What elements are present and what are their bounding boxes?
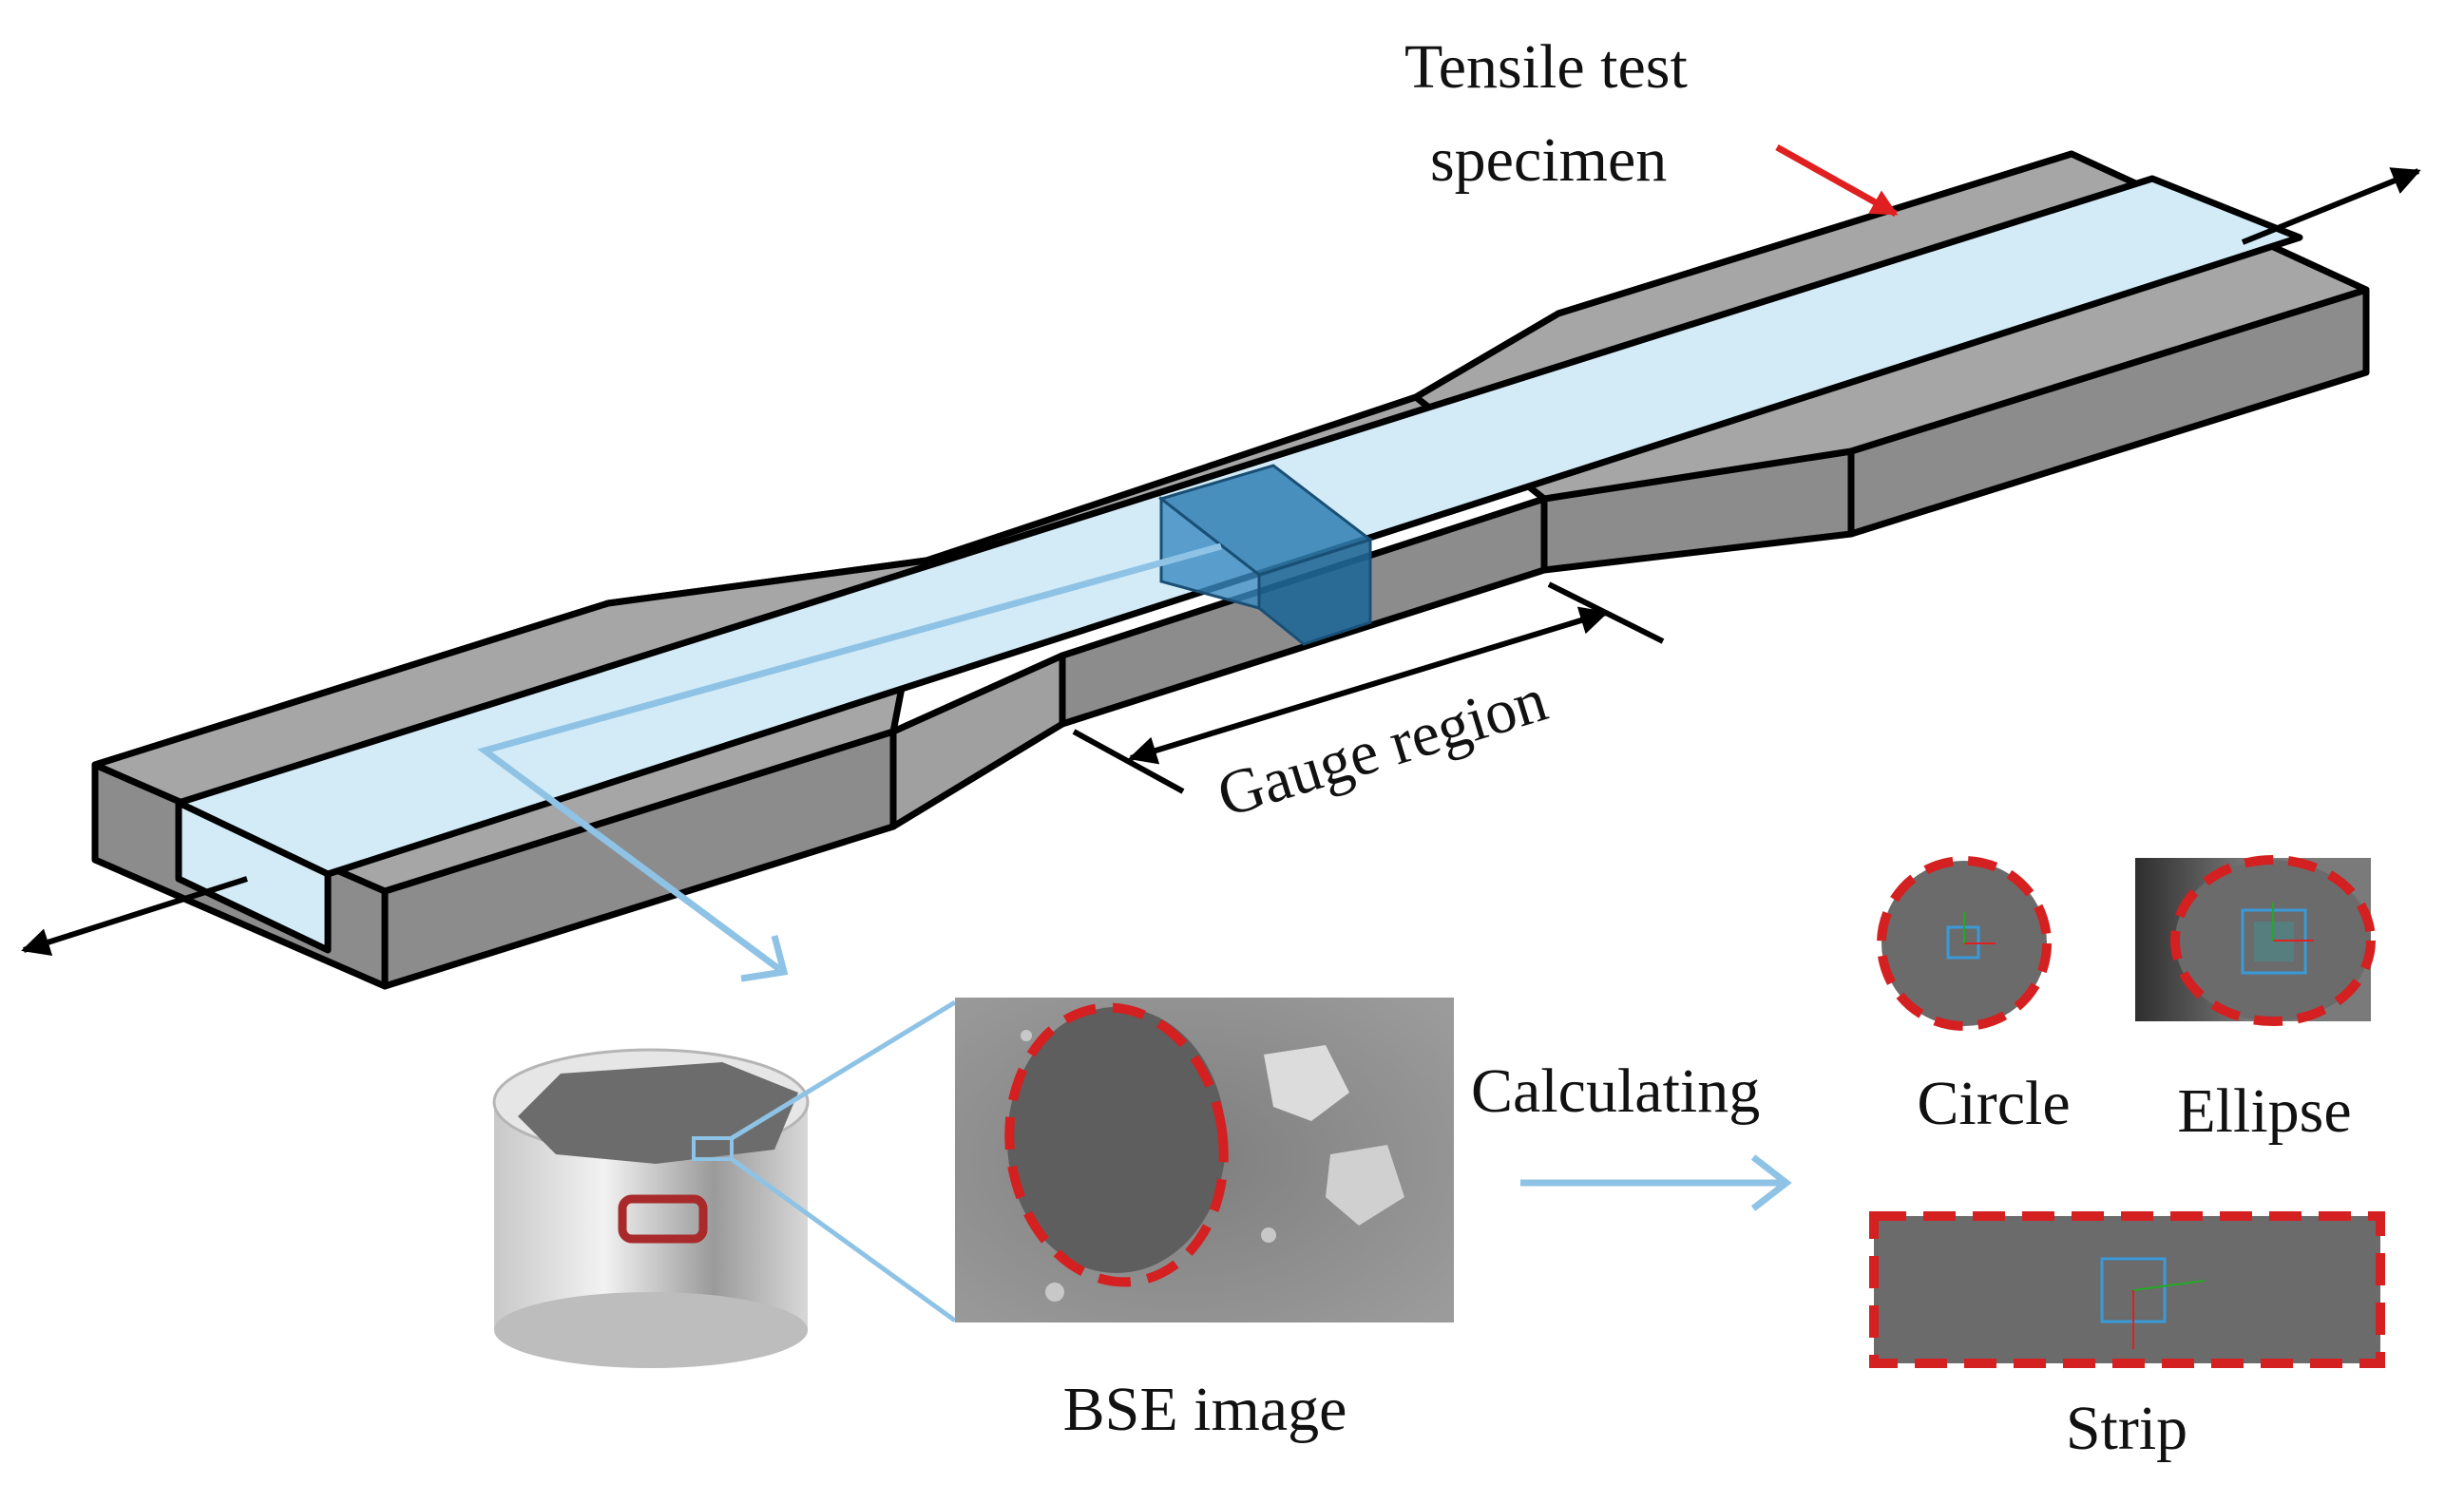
strip-shape <box>1869 1211 2385 1368</box>
inner-channel-end <box>175 799 332 954</box>
load-arrow-right <box>2241 167 2421 245</box>
bse-image-label: BSE image <box>1063 1375 1347 1444</box>
load-arrow-left <box>21 876 248 957</box>
circle-label: Circle <box>1917 1069 2070 1138</box>
gauge-region-dimension <box>1072 581 1665 794</box>
sampling-flow-arrowhead <box>740 935 789 982</box>
zoom-line-top <box>730 999 957 1141</box>
specimen-pointer-arrow <box>1775 143 1899 218</box>
circle-shape <box>1877 856 2052 1031</box>
calculating-label: Calculating <box>1471 1056 1760 1126</box>
mounted-sample-photo <box>492 1048 810 1368</box>
bse-image <box>955 998 1454 1322</box>
sampling-flow-arrow <box>477 542 1222 972</box>
ellipse-label: Ellipse <box>2177 1076 2351 1146</box>
strip-label: Strip <box>2066 1394 2187 1463</box>
zoom-line-bottom <box>730 1156 957 1323</box>
gauge-region-label: Gauge region <box>1210 665 1555 830</box>
specimen-label-line2: specimen <box>1430 125 1667 195</box>
specimen-label-line1: Tensile test <box>1404 32 1688 102</box>
ellipse-shape <box>2135 855 2376 1026</box>
pore-outline-dashed <box>1004 1002 1229 1287</box>
calculating-arrow <box>1520 1154 1792 1211</box>
